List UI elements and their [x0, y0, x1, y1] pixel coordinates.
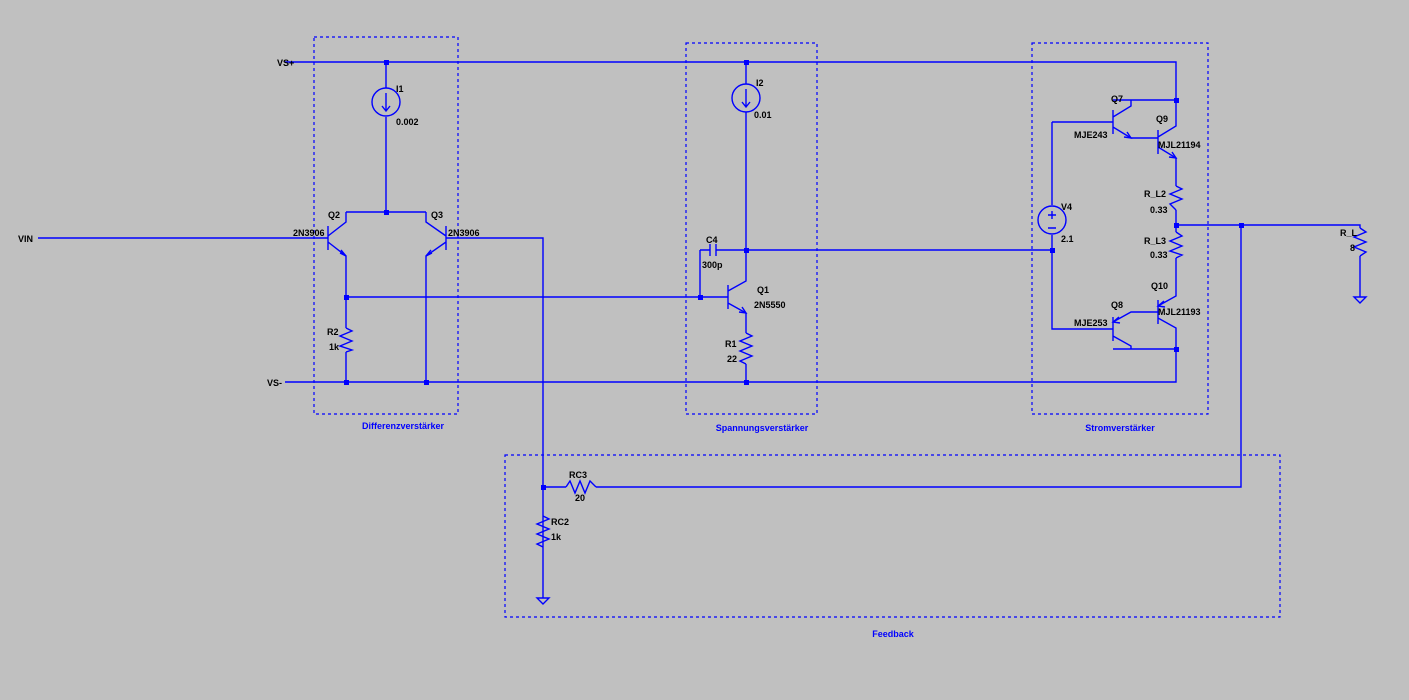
wire-i1	[346, 62, 426, 213]
resistor-r-l2	[1168, 185, 1184, 211]
label-r2-name: R2	[327, 327, 339, 337]
ground-feedback	[535, 597, 551, 605]
label-r-l-name: R_L	[1340, 228, 1358, 238]
label-q7-model: MJE243	[1074, 130, 1108, 140]
label-q7-name: Q7	[1111, 94, 1123, 104]
wire-vs-plus	[285, 61, 1177, 100]
transistor-q10	[1156, 294, 1177, 349]
label-v4-value: 2.1	[1061, 234, 1074, 244]
label-rc3-value: 20	[575, 493, 585, 503]
label-r-l3-name: R_L3	[1144, 236, 1166, 246]
caption-stromverstaerker: Stromverstärker	[1085, 423, 1155, 433]
label-i1-value: 0.002	[396, 117, 419, 127]
block-stromverstaerker	[1031, 42, 1209, 415]
junction-dots	[344, 60, 1244, 490]
net-label-vin: VIN	[18, 234, 33, 244]
label-q3-name: Q3	[431, 210, 443, 220]
label-r-l-value: 8	[1350, 243, 1355, 253]
resistor-r1	[738, 332, 754, 365]
label-rc2-value: 1k	[551, 532, 562, 542]
label-q2-name: Q2	[328, 210, 340, 220]
resistor-rc2	[535, 515, 551, 548]
label-q1-name: Q1	[757, 285, 769, 295]
label-i1-name: I1	[396, 84, 404, 94]
label-r-l2-name: R_L2	[1144, 189, 1166, 199]
label-r2-value: 1k	[329, 342, 340, 352]
wire-v4	[1051, 122, 1113, 330]
block-differenzverstaerker	[313, 36, 459, 415]
label-r-l3-value: 0.33	[1150, 250, 1168, 260]
block-outlines	[313, 36, 1281, 618]
resistor-r-l3	[1168, 231, 1184, 259]
wire-q7	[1052, 99, 1176, 123]
transistor-q2	[327, 212, 347, 258]
resistor-rc3	[565, 479, 597, 495]
wire-diff-out	[346, 250, 701, 298]
label-c4-name: C4	[706, 235, 718, 245]
ground-load	[1352, 296, 1368, 304]
label-q8-name: Q8	[1111, 300, 1123, 310]
resistor-r-l	[1352, 227, 1368, 257]
wire-vs-minus	[285, 349, 1177, 383]
current-source-i2	[731, 83, 761, 113]
wire-load	[1176, 224, 1361, 297]
label-r1-value: 22	[727, 354, 737, 364]
label-rc3-name: RC3	[569, 470, 587, 480]
label-q10-name: Q10	[1151, 281, 1168, 291]
capacitor-c4	[709, 244, 717, 256]
transistor-q3	[425, 212, 447, 258]
wire-q3-base	[446, 237, 544, 598]
label-q8-model: MJE253	[1074, 318, 1108, 328]
net-label-vs-plus: VS+	[277, 58, 294, 68]
label-rc2-name: RC2	[551, 517, 569, 527]
wire-feedback	[596, 225, 1242, 488]
label-q10-model: MJL21193	[1158, 307, 1201, 317]
transistor-q7	[1112, 100, 1158, 139]
label-q9-model: MJL21194	[1158, 140, 1201, 150]
label-r-l2-value: 0.33	[1150, 205, 1168, 215]
current-source-i1	[371, 87, 401, 117]
block-feedback	[504, 454, 1281, 618]
resistor-r2	[338, 327, 355, 353]
caption-spannungsverstaerker: Spannungsverstärker	[716, 423, 809, 433]
label-i2-value: 0.01	[754, 110, 772, 120]
label-q9-name: Q9	[1156, 114, 1168, 124]
label-q3-model: 2N3906	[448, 228, 480, 238]
label-v4-name: V4	[1061, 202, 1072, 212]
label-q1-model: 2N5550	[754, 300, 786, 310]
transistor-q1	[727, 277, 748, 314]
caption-differenzverstaerker: Differenzverstärker	[362, 421, 445, 431]
net-label-vs-minus: VS-	[267, 378, 282, 388]
voltage-source-v4	[1037, 205, 1067, 235]
label-i2-name: I2	[756, 78, 764, 88]
transistor-q8	[1111, 311, 1158, 349]
caption-feedback: Feedback	[872, 629, 915, 639]
label-c4-value: 300p	[702, 260, 723, 270]
label-q2-model: 2N3906	[293, 228, 325, 238]
transistor-q9	[1157, 100, 1178, 160]
label-r1-name: R1	[725, 339, 737, 349]
block-spannungsverstaerker	[685, 42, 818, 415]
